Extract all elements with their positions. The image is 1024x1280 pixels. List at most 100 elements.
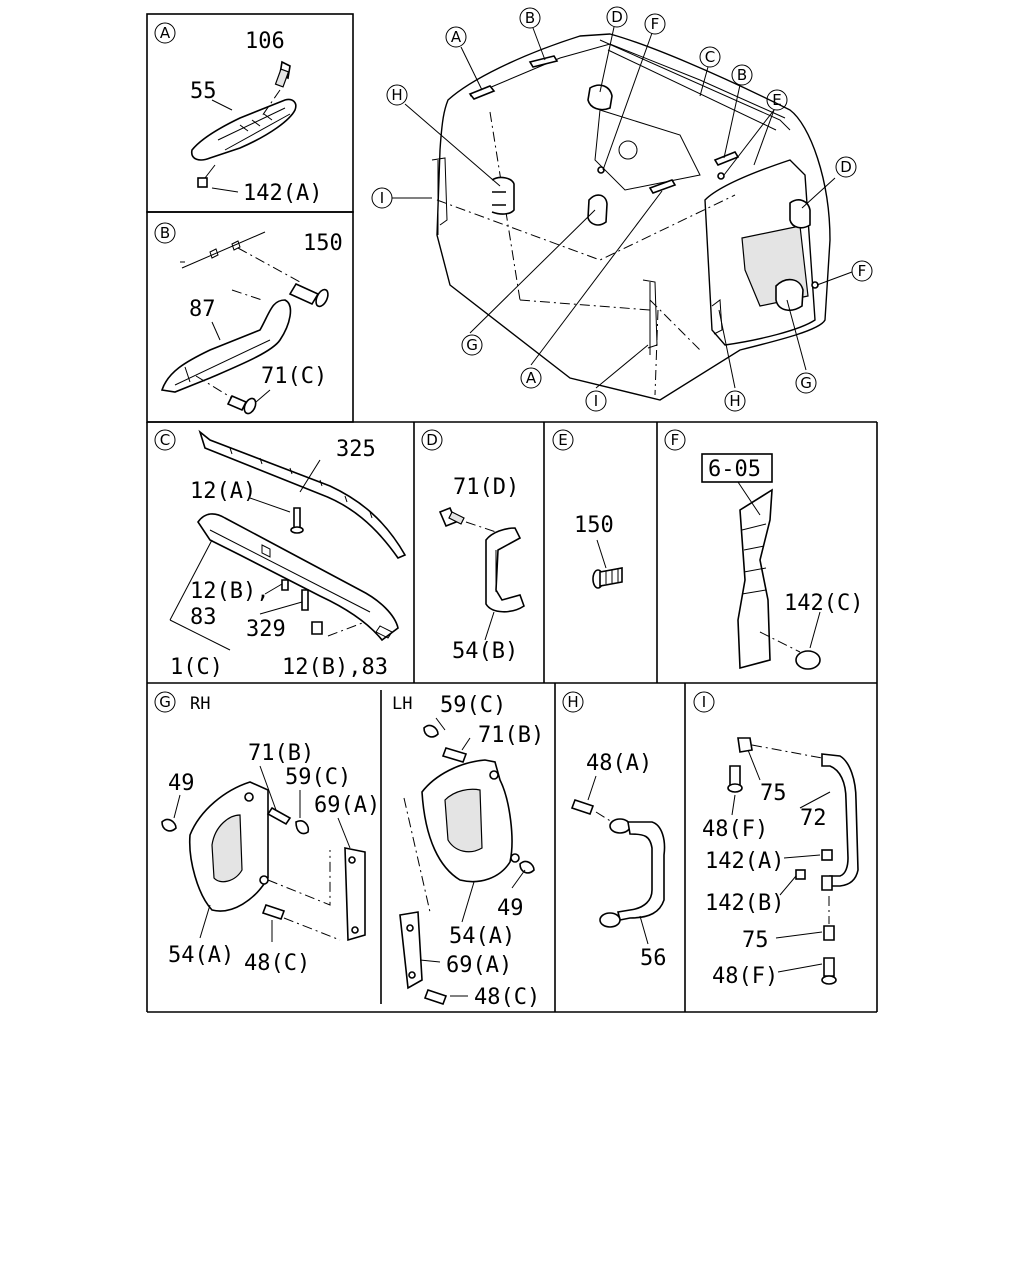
callout-h-left: H — [386, 84, 408, 106]
label-75-bottom: 75 — [742, 928, 769, 953]
panel-a: A 106 55 142(A) — [154, 22, 322, 206]
svg-text:A: A — [451, 28, 462, 46]
panel-f-letter: F — [671, 431, 680, 449]
label-12b-83: 12(B),83 — [282, 655, 388, 680]
label-56: 56 — [640, 946, 667, 971]
label-48f-top: 48(F) — [702, 817, 768, 842]
panel-d-letter-badge: D — [421, 429, 443, 451]
label-142a: 142(A) — [243, 181, 322, 206]
nut-49-rh-drawing — [161, 818, 177, 832]
panel-c-letter: C — [160, 431, 170, 449]
panel-b-letter: B — [160, 224, 170, 242]
label-48c-lh: 48(C) — [474, 985, 540, 1010]
overview-leaders — [392, 26, 853, 389]
panel-h-letter: H — [567, 693, 578, 711]
label-55: 55 — [190, 79, 217, 104]
panel-i: I 75 72 48(F) 142(A) 142(B) 75 48(F) — [693, 691, 859, 989]
callout-b-top: B — [519, 7, 541, 29]
label-59c-lh: 59(C) — [440, 693, 506, 718]
grab-bar-72-drawing — [821, 753, 859, 891]
callout-f-top: F — [644, 13, 666, 35]
panel-e: E 150 — [552, 429, 623, 589]
label-48c-rh: 48(C) — [244, 951, 310, 976]
nut-59c-lh-drawing — [423, 724, 439, 738]
clip-142a-drawing — [197, 177, 208, 188]
panel-e-letter-badge: E — [552, 429, 574, 451]
label-142b: 142(B) — [705, 891, 784, 916]
bolt-71d-drawing — [438, 506, 465, 528]
callout-a-bottom: A — [520, 367, 542, 389]
ref-box-6-05 — [701, 453, 773, 483]
callout-i-bottom: I — [585, 390, 607, 412]
callout-f-right: F — [851, 260, 873, 282]
svg-text:D: D — [840, 158, 852, 176]
label-54a-lh: 54(A) — [449, 924, 515, 949]
grab-bar-56-drawing — [599, 818, 666, 928]
label-325: 325 — [336, 437, 376, 462]
bracket-69a-rh-drawing — [344, 847, 366, 942]
label-49-lh: 49 — [497, 896, 524, 921]
nut-59c-rh-drawing — [295, 820, 310, 835]
svg-text:F: F — [651, 15, 660, 33]
callout-h-bottom: H — [724, 390, 746, 412]
clip-142b-drawing — [795, 869, 806, 880]
svg-text:G: G — [466, 336, 478, 354]
bolt-106-drawing — [274, 60, 291, 88]
trim-rail-325-drawing — [198, 429, 407, 559]
plug-142c-drawing — [795, 650, 821, 670]
panel-b: B 150 87 71(C) — [154, 222, 343, 415]
callout-d-right: D — [835, 156, 857, 178]
label-48a: 48(A) — [586, 751, 652, 776]
clip-75-bottom-drawing — [823, 925, 835, 941]
svg-text:B: B — [525, 9, 535, 27]
callout-g-left: G — [461, 334, 483, 356]
callout-b-right: B — [731, 64, 753, 86]
label-329: 329 — [246, 617, 286, 642]
panel-h-letter-badge: H — [562, 691, 584, 713]
label-54b: 54(B) — [452, 639, 518, 664]
panel-a-letter: A — [160, 24, 171, 42]
overview-callouts: A B D F C B E H I D F G A I H G — [371, 6, 873, 412]
label-54a-rh: 54(A) — [168, 943, 234, 968]
bolt-48f-bottom-drawing — [823, 957, 835, 977]
assist-grip-54b-drawing — [485, 527, 525, 613]
svg-text:H: H — [729, 392, 740, 410]
label-83: 83 — [190, 605, 217, 630]
label-75-top: 75 — [760, 781, 787, 806]
label-150-b: 150 — [303, 231, 343, 256]
label-12a: 12(A) — [190, 479, 256, 504]
label-150-e: 150 — [574, 513, 614, 538]
label-12b-comma: 12(B), — [190, 579, 269, 604]
label-71c: 71(C) — [261, 364, 327, 389]
label-48f-bottom: 48(F) — [712, 964, 778, 989]
label-lh: LH — [392, 694, 412, 714]
pillar-trim-drawing — [737, 488, 773, 670]
label-49-rh: 49 — [168, 771, 195, 796]
label-59c-rh: 59(C) — [285, 765, 351, 790]
bolt-48a-drawing — [570, 798, 595, 816]
ref-box-text: 6-05 — [708, 457, 761, 482]
label-71d: 71(D) — [453, 475, 519, 500]
panel-d-letter: D — [426, 431, 438, 449]
label-142a-i: 142(A) — [705, 849, 784, 874]
clip-75-top-drawing — [737, 737, 753, 753]
label-71b-rh: 71(B) — [248, 741, 314, 766]
label-1c: 1(C) — [170, 655, 223, 680]
label-69a-rh: 69(A) — [314, 793, 380, 818]
label-106: 106 — [245, 29, 285, 54]
bracket-69a-lh-drawing — [399, 911, 423, 990]
grab-handle-55-drawing — [190, 98, 297, 161]
bolt-48f-top-drawing — [729, 765, 741, 787]
screw-150-drawing — [592, 567, 623, 589]
svg-text:I: I — [380, 189, 384, 207]
roof-edge-line — [180, 231, 266, 269]
panel-f: F 6-05 142(C) — [664, 429, 863, 670]
svg-text:H: H — [391, 86, 402, 104]
label-87: 87 — [189, 297, 216, 322]
label-71b-lh: 71(B) — [478, 723, 544, 748]
bolt-71b-rh-drawing — [266, 806, 292, 826]
bolt-48c-rh-drawing — [261, 903, 286, 921]
panel-a-letter-badge: A — [154, 22, 176, 44]
label-142c: 142(C) — [784, 591, 863, 616]
